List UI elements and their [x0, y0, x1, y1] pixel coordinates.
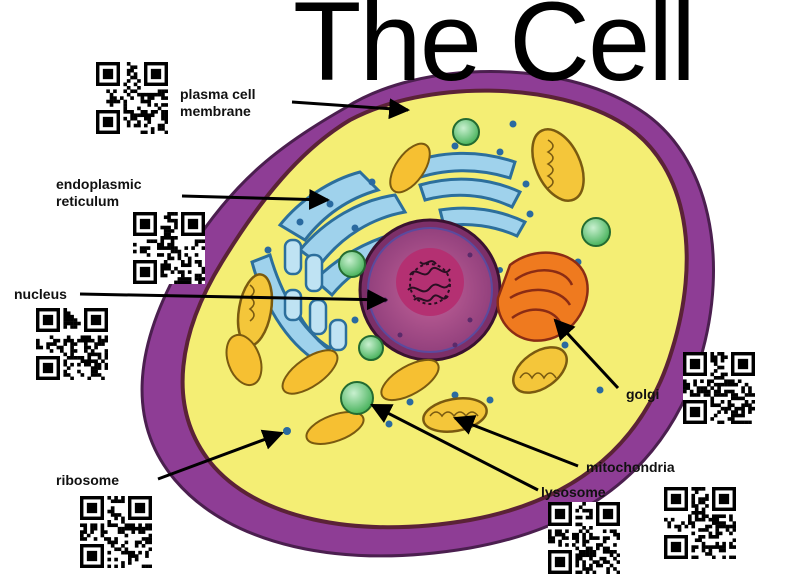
label-mitochondria: mitochondria — [586, 459, 675, 476]
label-plasma-membrane: plasma cell membrane — [180, 86, 256, 120]
qr-code-icon[interactable] — [683, 352, 755, 424]
qr-code-icon[interactable] — [36, 308, 108, 380]
label-line-2: reticulum — [56, 193, 142, 210]
label-lysosome: lysosome — [541, 484, 606, 501]
qr-code-icon[interactable] — [133, 212, 205, 284]
qr-code-icon[interactable] — [80, 496, 152, 568]
label-line-1: plasma cell — [180, 86, 256, 103]
qr-code-icon[interactable] — [96, 62, 168, 134]
label-nucleus: nucleus — [14, 286, 67, 303]
nucleus — [360, 220, 500, 360]
label-golgi: golgi — [626, 386, 659, 403]
label-line-1: endoplasmic — [56, 176, 142, 193]
label-endoplasmic-reticulum: endoplasmic reticulum — [56, 176, 142, 210]
page-title: The Cell — [293, 0, 694, 98]
qr-code-icon[interactable] — [664, 487, 736, 559]
qr-code-icon[interactable] — [548, 502, 620, 574]
label-line-2: membrane — [180, 103, 256, 120]
label-ribosome: ribosome — [56, 472, 119, 489]
